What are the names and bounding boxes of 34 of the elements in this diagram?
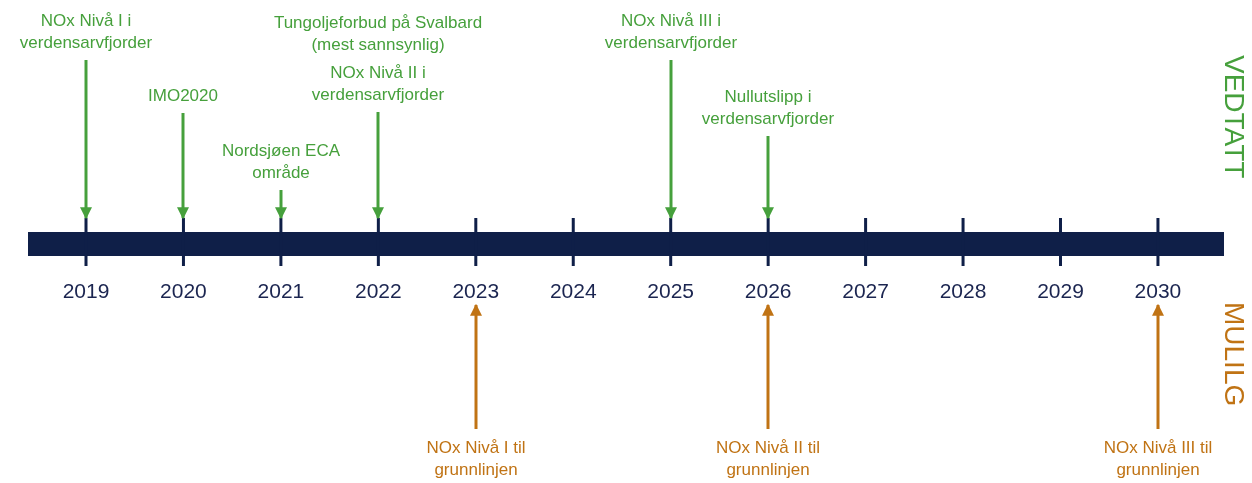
arrow xyxy=(177,113,189,220)
arrow xyxy=(372,112,384,220)
year-label: 2029 xyxy=(1037,279,1084,303)
event-label: NOx Nivå II til grunnlinjen xyxy=(715,437,821,481)
arrow xyxy=(762,136,774,220)
year-label: 2020 xyxy=(160,279,207,303)
year-label: 2024 xyxy=(549,279,597,303)
arrow xyxy=(762,303,774,429)
event-label: Nullutslipp i verdensarvfjorder xyxy=(700,86,836,130)
year-label: 2028 xyxy=(939,279,987,303)
timeline-bar xyxy=(28,218,1224,266)
event-label: IMO2020 xyxy=(147,85,219,107)
year-label: 2025 xyxy=(647,279,695,303)
event-label: NOx Nivå I i verdensarvfjorder xyxy=(18,10,154,54)
event-label: NOx Nivå II i verdensarvfjorder xyxy=(310,62,446,106)
arrow xyxy=(1152,303,1164,429)
year-label: 2021 xyxy=(257,279,305,303)
year-label: 2019 xyxy=(62,279,110,303)
section-heading: VEDTATT xyxy=(1218,55,1250,179)
arrow xyxy=(80,60,92,220)
year-label: 2026 xyxy=(744,279,792,303)
year-label: 2030 xyxy=(1134,279,1182,303)
year-label: 2027 xyxy=(842,279,889,303)
year-label: 2022 xyxy=(355,279,402,303)
section-heading: MULILG xyxy=(1218,302,1250,407)
year-label: 2023 xyxy=(452,279,500,303)
arrow xyxy=(470,303,482,429)
event-label: Nordsjøen ECA område xyxy=(220,140,342,184)
event-label: NOx Nivå III til grunnlinjen xyxy=(1102,437,1214,481)
note-label: Tungoljeforbud på Svalbard (mest sannsynlig) xyxy=(272,12,484,56)
arrow xyxy=(275,190,287,220)
arrow xyxy=(665,60,677,220)
event-label: NOx Nivå III i verdensarvfjorder xyxy=(603,10,739,54)
event-label: NOx Nivå I til grunnlinjen xyxy=(425,437,527,481)
